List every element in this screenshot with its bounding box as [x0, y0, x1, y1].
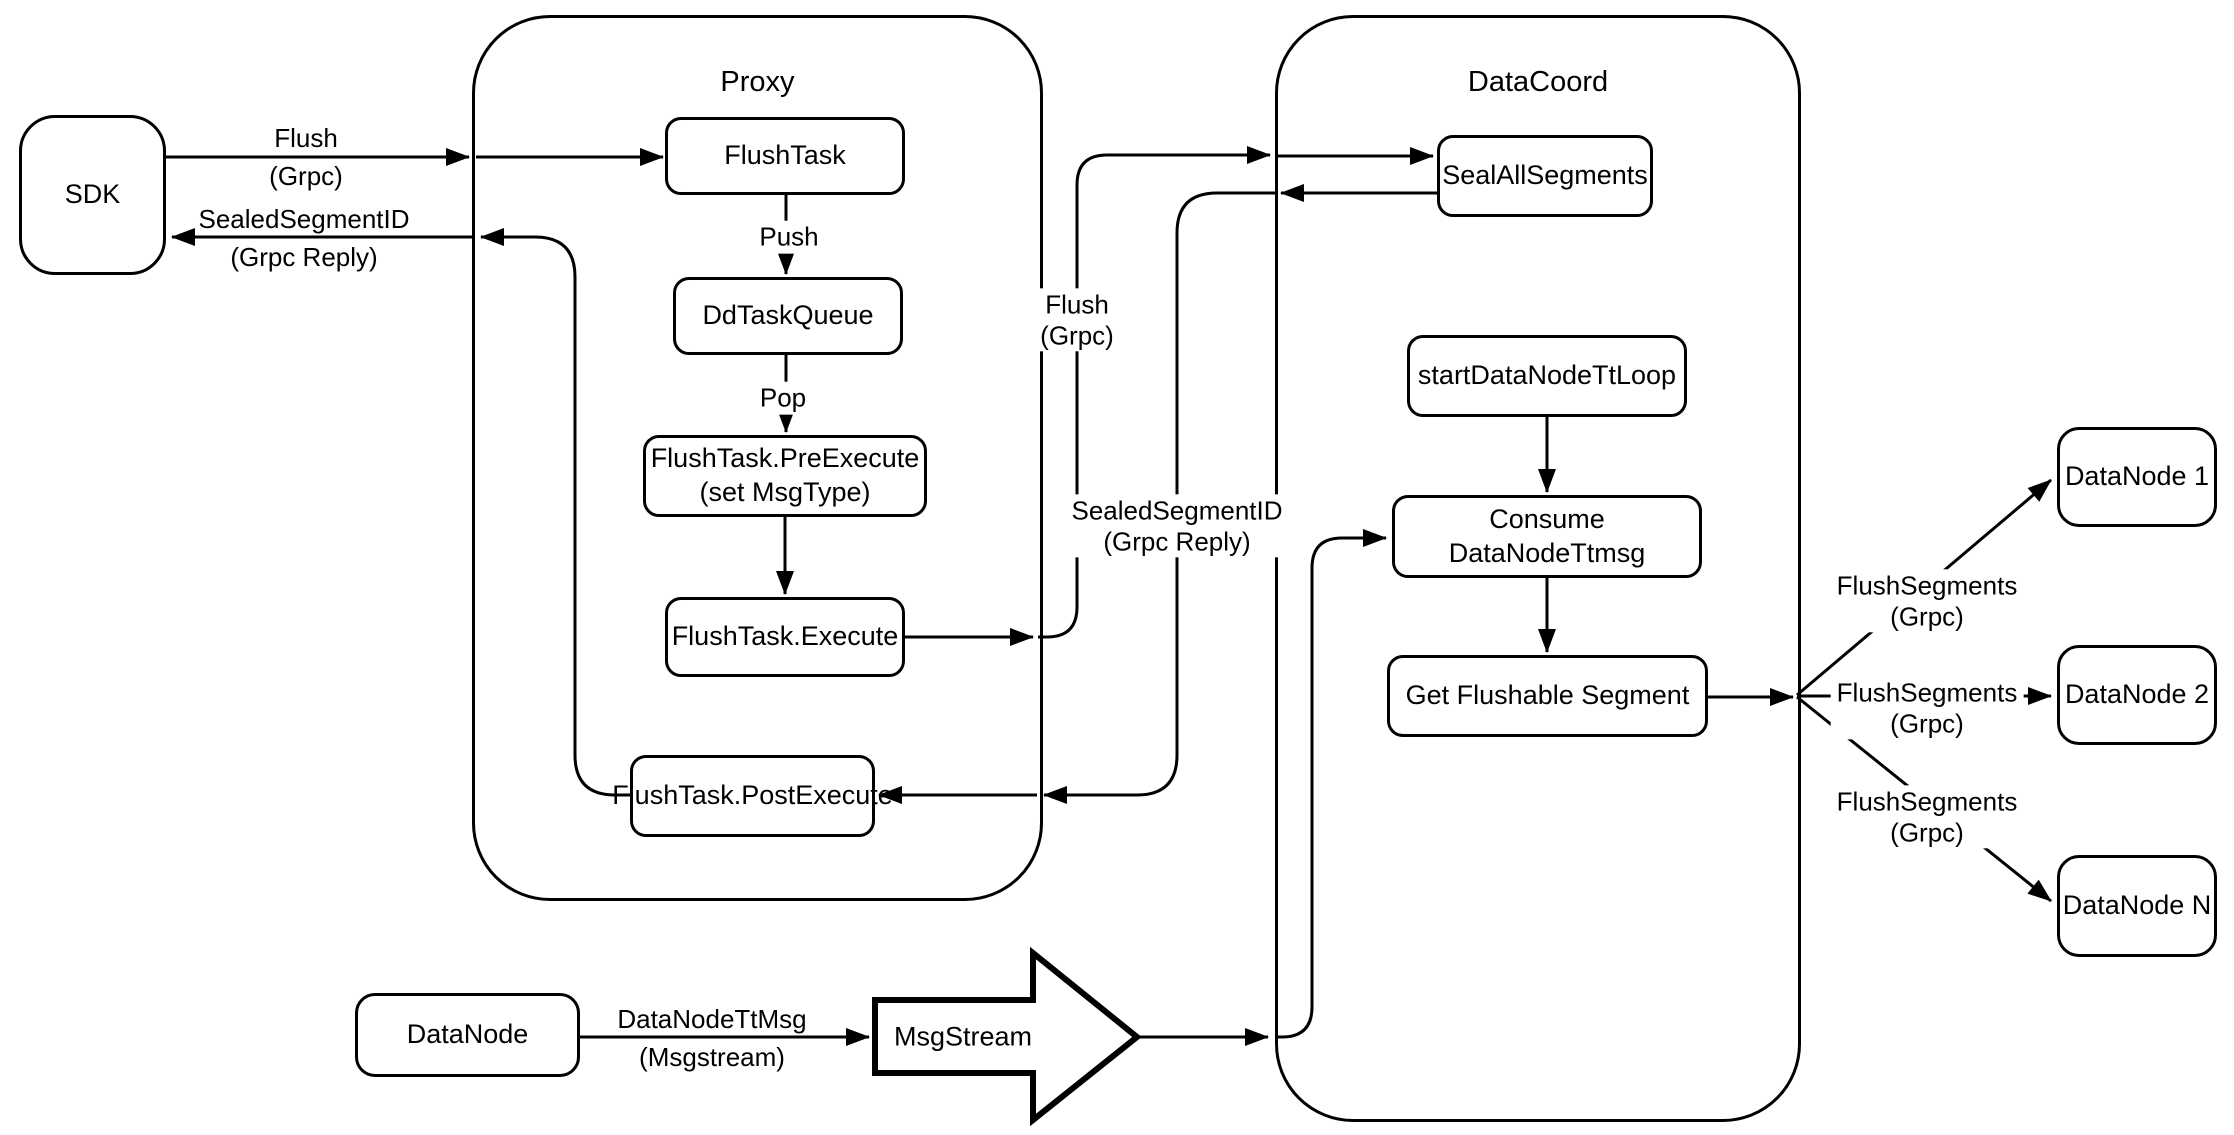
- node-consume-datanodettmsg: Consume DataNodeTtmsg: [1392, 495, 1702, 578]
- edge-label-flushsegments-2: FlushSegments (Grpc): [1830, 676, 2024, 740]
- node-datanode-bottom: DataNode: [355, 993, 580, 1077]
- node-ddtaskqueue-label: DdTaskQueue: [702, 300, 874, 331]
- node-flushtask-label: FlushTask: [724, 140, 846, 171]
- edge-reply-to-proxy-edge: [1043, 191, 1275, 804]
- node-flushtask-postexecute: FlushTask.PostExecute: [612, 755, 893, 837]
- node-get-flushable-segment: Get Flushable Segment: [1387, 655, 1708, 737]
- node-sealallsegments: SealAllSegments: [1437, 135, 1653, 217]
- node-startdatanodettloop: startDataNodeTtLoop: [1407, 335, 1687, 417]
- node-flushtask: FlushTask: [665, 117, 905, 195]
- msgstream-arrow-shape: [872, 946, 1142, 1127]
- node-sdk-label: SDK: [64, 179, 121, 210]
- node-datanode-2-label: DataNode 2: [2064, 679, 2210, 710]
- node-datanode-2: DataNode 2: [2057, 645, 2217, 745]
- container-datacoord-title: DataCoord: [1467, 66, 1609, 98]
- node-flushtask-preexecute: FlushTask.PreExecute (set MsgType): [643, 435, 927, 517]
- node-startdatanodettloop-label: startDataNodeTtLoop: [1417, 360, 1677, 391]
- edge-label-flush-grpc-sdk: Flush (Grpc): [269, 122, 343, 191]
- node-ddtaskqueue: DdTaskQueue: [673, 277, 903, 355]
- edge-label-flushsegments-1: FlushSegments (Grpc): [1830, 569, 2024, 633]
- container-proxy: Proxy: [472, 15, 1043, 901]
- node-flushtask-execute: FlushTask.Execute: [665, 597, 905, 677]
- edge-postexecute-to-proxy-edge: [480, 228, 630, 797]
- edge-label-datanodettmsg: DataNodeTtMsg (Msgstream): [617, 1003, 807, 1072]
- node-sdk: SDK: [19, 115, 166, 275]
- node-flushtask-postexecute-label: FlushTask.PostExecute: [612, 780, 893, 811]
- node-flushtask-preexecute-label-line1: FlushTask.PreExecute: [650, 443, 920, 474]
- node-consume-datanodettmsg-label: Consume DataNodeTtmsg: [1448, 503, 1646, 568]
- node-get-flushable-segment-label: Get Flushable Segment: [1405, 680, 1690, 711]
- node-datanode-n: DataNode N: [2057, 855, 2217, 957]
- container-datacoord: DataCoord: [1275, 15, 1801, 1122]
- edge-datacoord-edge-to-consume: [1275, 529, 1387, 1039]
- edge-label-flush-grpc-proxy: Flush (Grpc): [1034, 288, 1120, 352]
- edge-label-sealedsegmentid-mid: SealedSegmentID (Grpc Reply): [1065, 494, 1289, 558]
- node-flushtask-execute-label: FlushTask.Execute: [671, 621, 899, 652]
- container-proxy-title: Proxy: [720, 66, 795, 98]
- edge-label-sealedsegmentid-sdk: SealedSegmentID (Grpc Reply): [198, 203, 410, 272]
- edge-label-push: Push: [753, 220, 825, 254]
- node-datanode-n-label: DataNode N: [2062, 890, 2212, 921]
- node-flushtask-preexecute-label-line2: (set MsgType): [699, 477, 871, 507]
- edge-flush-to-datacoord-edge: [1038, 146, 1271, 639]
- node-datanode-1-label: DataNode 1: [2064, 461, 2210, 492]
- msgstream-label: MsgStream: [893, 1021, 1033, 1052]
- node-datanode-1: DataNode 1: [2057, 427, 2217, 527]
- edge-label-pop: Pop: [753, 381, 813, 415]
- node-sealallsegments-label: SealAllSegments: [1442, 160, 1648, 191]
- edge-label-flushsegments-n: FlushSegments (Grpc): [1830, 785, 2024, 849]
- node-datanode-bottom-label: DataNode: [406, 1019, 529, 1050]
